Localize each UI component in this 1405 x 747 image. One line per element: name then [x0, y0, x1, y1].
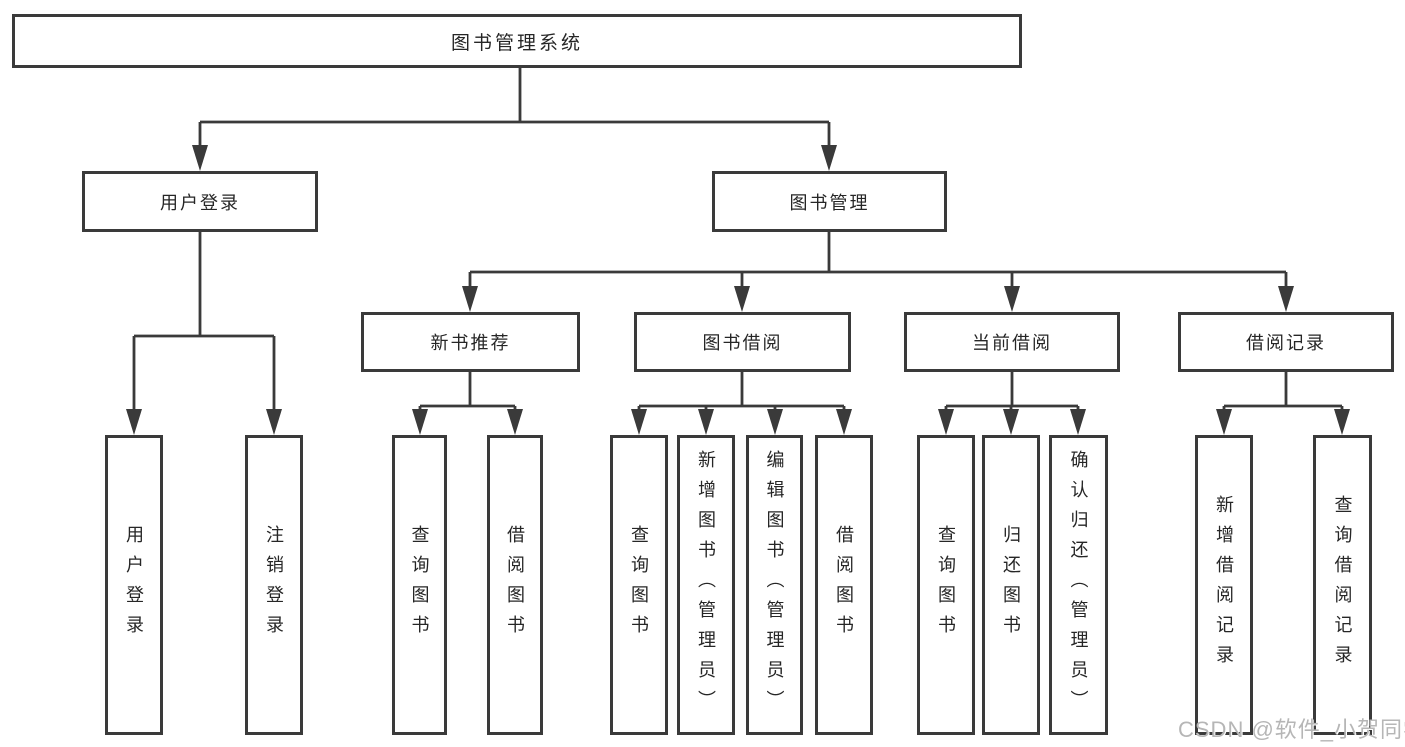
arrowhead: [126, 409, 142, 435]
leaf-return-books-label: 归还图书: [1001, 525, 1021, 645]
arrowhead: [836, 409, 852, 435]
node-book-borrowing-label: 图书借阅: [702, 333, 783, 353]
leaf-confirm-return-admin: 确认归还（管理员）: [1049, 435, 1108, 735]
leaf-query-books-current-label: 查询图书: [936, 525, 956, 645]
arrowhead: [698, 409, 714, 435]
leaf-borrow-books-recommend: 借阅图书: [487, 435, 543, 735]
leaf-query-books-recommend-label: 查询图书: [409, 525, 430, 645]
arrowhead: [1216, 409, 1232, 435]
leaf-query-books-borrowing-label: 查询图书: [629, 525, 649, 645]
leaf-query-borrow-record-label: 查询借阅记录: [1332, 495, 1353, 675]
arrowhead: [1334, 409, 1350, 435]
leaf-logout: 注销登录: [245, 435, 303, 735]
node-current-borrowing: 当前借阅: [904, 312, 1120, 372]
leaf-add-borrow-record-label: 新增借阅记录: [1214, 495, 1234, 675]
arrowhead: [1003, 409, 1019, 435]
node-borrow-records-label: 借阅记录: [1246, 333, 1326, 353]
leaf-return-books: 归还图书: [982, 435, 1040, 735]
leaf-add-books-admin: 新增图书（管理员）: [677, 435, 735, 735]
arrowhead: [767, 409, 783, 435]
arrowhead: [507, 409, 523, 435]
node-root: 图书管理系统: [12, 14, 1022, 68]
leaf-query-books-recommend: 查询图书: [392, 435, 447, 735]
arrowhead: [192, 145, 208, 171]
arrowhead: [266, 409, 282, 435]
watermark: CSDN @软件_小贺同学: [1178, 717, 1405, 742]
arrowhead: [412, 409, 428, 435]
leaf-edit-books-admin-label: 编辑图书（管理员）: [764, 450, 785, 720]
node-book-management: 图书管理: [712, 171, 947, 232]
arrowhead: [821, 145, 837, 171]
arrowhead: [631, 409, 647, 435]
leaf-user-login-label: 用户登录: [124, 525, 144, 645]
node-book-borrowing: 图书借阅: [634, 312, 851, 372]
node-borrow-records: 借阅记录: [1178, 312, 1394, 372]
leaf-borrow-books-label: 借阅图书: [834, 525, 854, 645]
leaf-add-borrow-record: 新增借阅记录: [1195, 435, 1253, 735]
node-current-borrowing-label: 当前借阅: [972, 333, 1052, 353]
leaf-borrow-books: 借阅图书: [815, 435, 873, 735]
arrowhead: [938, 409, 954, 435]
node-new-book-recommend-label: 新书推荐: [430, 333, 511, 353]
arrowhead: [462, 286, 478, 312]
node-user-login: 用户登录: [82, 171, 318, 232]
node-root-label: 图书管理系统: [450, 32, 583, 54]
arrowhead: [1278, 286, 1294, 312]
leaf-query-borrow-record: 查询借阅记录: [1313, 435, 1372, 735]
node-user-login-label: 用户登录: [160, 192, 240, 213]
arrowhead: [1004, 286, 1020, 312]
leaf-query-books-current: 查询图书: [917, 435, 975, 735]
leaf-add-books-admin-label: 新增图书（管理员）: [696, 450, 716, 720]
leaf-logout-label: 注销登录: [264, 525, 284, 645]
arrowhead: [1070, 409, 1086, 435]
leaf-user-login: 用户登录: [105, 435, 163, 735]
leaf-confirm-return-admin-label: 确认归还（管理员）: [1068, 450, 1089, 720]
arrowhead: [734, 286, 750, 312]
node-book-management-label: 图书管理: [789, 192, 870, 213]
leaf-edit-books-admin: 编辑图书（管理员）: [746, 435, 803, 735]
leaf-borrow-books-recommend-label: 借阅图书: [505, 525, 525, 645]
leaf-query-books-borrowing: 查询图书: [610, 435, 668, 735]
node-new-book-recommend: 新书推荐: [361, 312, 580, 372]
